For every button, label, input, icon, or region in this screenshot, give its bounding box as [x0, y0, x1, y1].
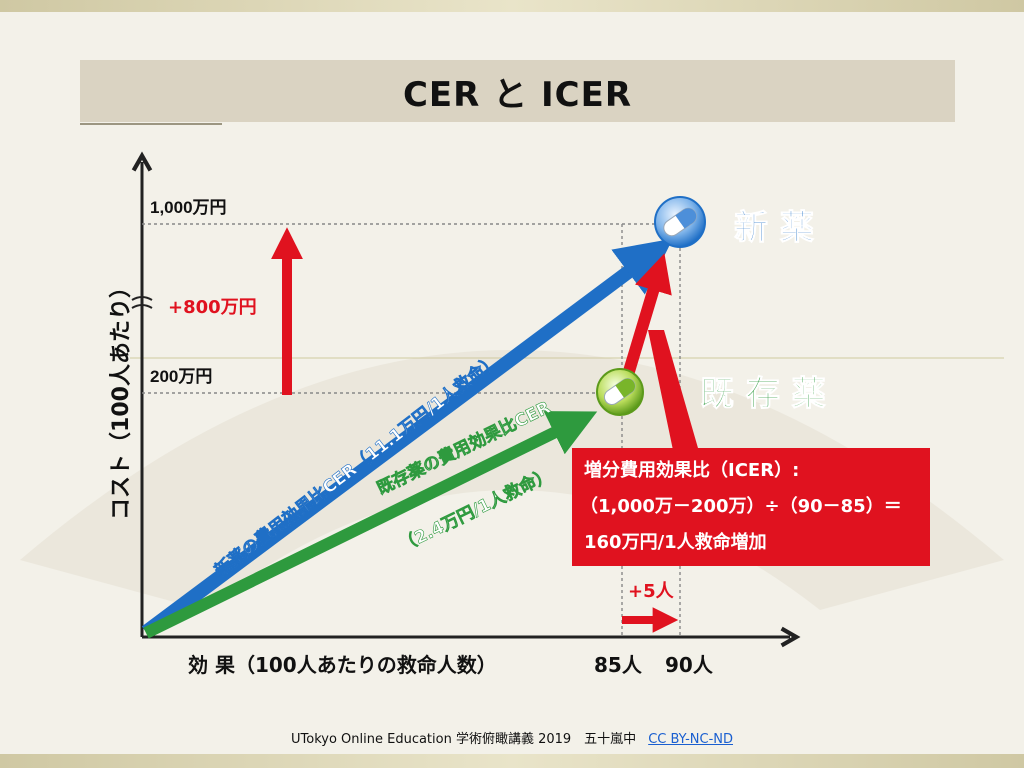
icer-line-3: 160万円/1人救命増加 — [584, 531, 767, 553]
title-underline — [80, 123, 222, 125]
y-tick-200: 200万円 — [150, 367, 212, 386]
icer-line-1: 増分費用効果比（ICER）: — [584, 459, 799, 481]
existing-drug-label: 既 存 薬 — [700, 374, 826, 414]
y-axis-break — [131, 296, 153, 309]
y-axis-label: コスト（100人あたり） — [109, 276, 134, 520]
new-drug-pill-icon — [654, 196, 706, 248]
effect-increase-label: +5人 — [628, 581, 675, 602]
slide-title: CER と ICER — [402, 74, 633, 115]
existing-drug-cer-arrow — [143, 411, 598, 639]
x-tick-90: 90人 — [665, 653, 714, 677]
cost-increase-label: +800万円 — [168, 297, 257, 318]
y-tick-1000: 1,000万円 — [150, 198, 227, 217]
new-drug-cer-arrow — [141, 238, 673, 638]
bottom-decor-band — [0, 754, 1024, 768]
top-decor-band — [0, 0, 1024, 12]
new-drug-label: 新 薬 — [734, 208, 814, 248]
footer: UTokyo Online Education 学術俯瞰講義 2019 五十嵐中… — [0, 728, 1024, 747]
icer-callout-pointer — [648, 330, 700, 455]
icer-arrow — [618, 253, 672, 390]
x-axis-label: 効 果（100人あたりの救命人数） — [188, 653, 497, 677]
footer-credit: UTokyo Online Education 学術俯瞰講義 2019 五十嵐中 — [291, 732, 637, 747]
license-link[interactable]: CC BY-NC-ND — [648, 732, 733, 747]
icer-line-2: （1,000万－200万）÷（90－85）＝ — [580, 496, 902, 517]
x-tick-85: 85人 — [594, 653, 643, 677]
icer-callout-box — [572, 448, 930, 566]
title-bar: CER と ICER — [80, 60, 955, 122]
existing-drug-pill-icon — [596, 368, 644, 416]
